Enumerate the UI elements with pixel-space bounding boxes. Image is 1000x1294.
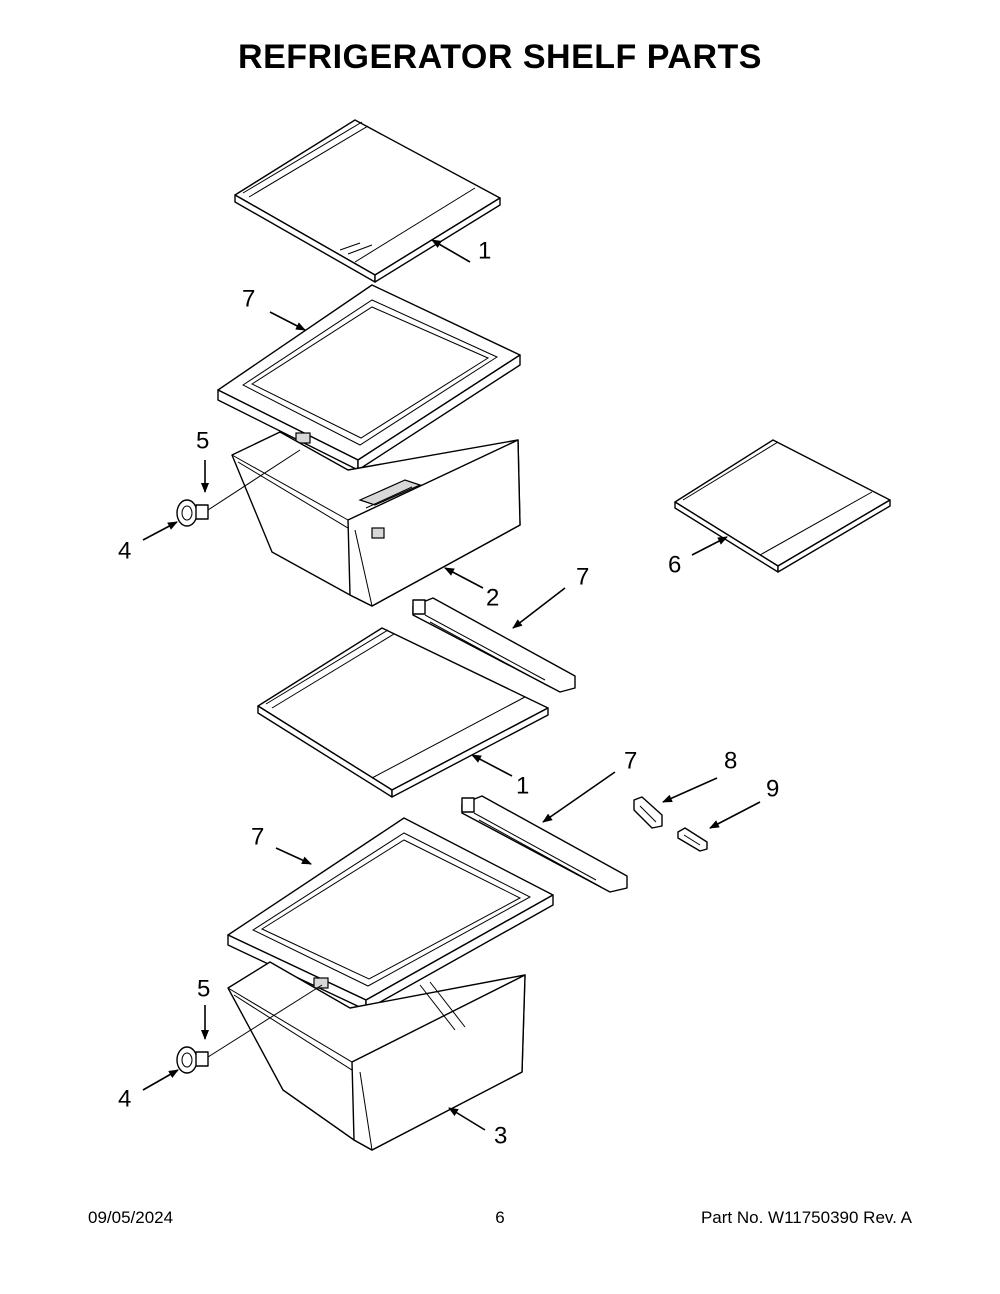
crisper-cover-bottom bbox=[227, 817, 554, 1011]
leader-arrow bbox=[691, 536, 728, 556]
callout-number: 3 bbox=[494, 1122, 507, 1149]
crisper-drawer-top bbox=[231, 431, 521, 607]
shelf-rail-middle bbox=[412, 597, 576, 693]
callout-number: 5 bbox=[197, 975, 210, 1002]
callout-number: 6 bbox=[668, 551, 681, 578]
leader-arrow bbox=[142, 1069, 179, 1091]
callout-number: 7 bbox=[576, 563, 589, 590]
callout-number: 5 bbox=[196, 427, 209, 454]
leader-arrow bbox=[431, 239, 471, 263]
footer-date: 09/05/2024 bbox=[88, 1208, 174, 1227]
leader-arrow bbox=[275, 847, 312, 865]
leader-arrow bbox=[542, 771, 616, 823]
drawer-wheel-top bbox=[176, 449, 301, 527]
page-title: REFRIGERATOR SHELF PARTS bbox=[238, 38, 762, 76]
leader-arrow bbox=[269, 311, 306, 331]
footer-page-number: 6 bbox=[495, 1208, 505, 1227]
callout-number: 7 bbox=[251, 823, 264, 850]
leader-arrow bbox=[142, 521, 178, 541]
callout-number: 7 bbox=[624, 747, 637, 774]
drawer-wheel-bottom bbox=[176, 984, 323, 1074]
leader-arrows bbox=[142, 239, 761, 1131]
footer-part-number: Part No. W11750390 Rev. A bbox=[700, 1208, 912, 1227]
callout-number: 8 bbox=[724, 747, 737, 774]
glass-shelf-middle bbox=[257, 627, 549, 798]
leader-arrow bbox=[444, 567, 484, 589]
callout-number: 4 bbox=[118, 537, 131, 564]
leader-arrow bbox=[448, 1107, 486, 1131]
callout-number: 4 bbox=[118, 1085, 131, 1112]
leader-arrow bbox=[662, 777, 718, 803]
leader-arrow bbox=[512, 587, 566, 629]
clip-part bbox=[633, 796, 663, 829]
glass-shelf-top bbox=[234, 119, 501, 283]
callout-number: 7 bbox=[242, 285, 255, 312]
shelf-rail-lower bbox=[461, 795, 628, 893]
leader-arrow bbox=[709, 801, 761, 829]
leader-arrow bbox=[471, 754, 513, 777]
pin-part bbox=[677, 827, 708, 852]
callout-number: 2 bbox=[486, 584, 499, 611]
callout-number: 1 bbox=[478, 237, 491, 264]
crisper-drawer-bottom bbox=[227, 961, 526, 1151]
crisper-cover-top bbox=[217, 284, 521, 471]
callout-number: 9 bbox=[766, 775, 779, 802]
glass-shelf-small bbox=[674, 439, 891, 573]
callout-labels: 1 7 5 4 2 7 6 1 7 8 9 7 5 4 3 bbox=[118, 237, 779, 1149]
callout-number: 1 bbox=[516, 772, 529, 799]
